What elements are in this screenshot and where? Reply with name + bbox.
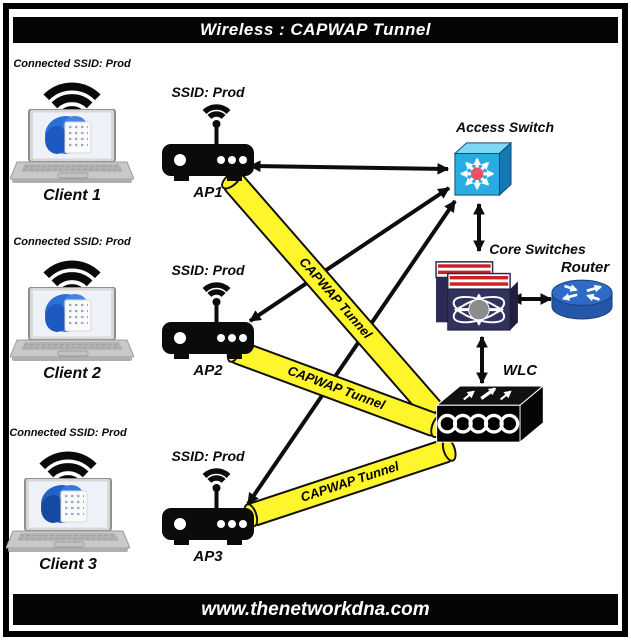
ssid-label: SSID: Prod [171,262,245,278]
core-switches-label: Core Switches [489,241,586,257]
link-ap3-access-switch [246,199,457,506]
laptop-icon [6,478,130,552]
footer-url: www.thenetworkdna.com [201,599,430,620]
wlc-icon [435,384,544,444]
access-switch-icon [453,141,513,197]
ap-name-label: AP1 [193,184,223,201]
link-ap1-access-switch [248,160,450,175]
page-title: Wireless : CAPWAP Tunnel [200,20,431,39]
ssid-label: SSID: Prod [171,448,245,464]
wlc-label: WLC [502,362,538,379]
title-bar: Wireless : CAPWAP Tunnel [13,17,618,43]
connected-ssid-label: Connected SSID: Prod [13,58,131,70]
access-switch-label: Access Switch [455,119,555,135]
ssid-label: SSID: Prod [171,84,245,100]
router-label: Router [560,259,610,276]
client-name-label: Client 2 [43,365,101,382]
connected-ssid-label: Connected SSID: Prod [9,427,127,439]
access-point-icon [162,468,254,545]
client-name-label: Client 1 [43,187,101,204]
ap-name-label: AP3 [193,548,223,565]
access-point-icon [162,104,254,181]
access-point-icon [162,282,254,359]
router-icon [551,279,613,320]
client-name-label: Client 3 [39,556,97,573]
footer-bar: www.thenetworkdna.com [13,594,618,625]
core-switch-icon [435,261,518,331]
laptop-icon [10,109,134,183]
laptop-icon [10,287,134,361]
ap-name-label: AP2 [193,362,223,379]
connected-ssid-label: Connected SSID: Prod [13,236,131,248]
